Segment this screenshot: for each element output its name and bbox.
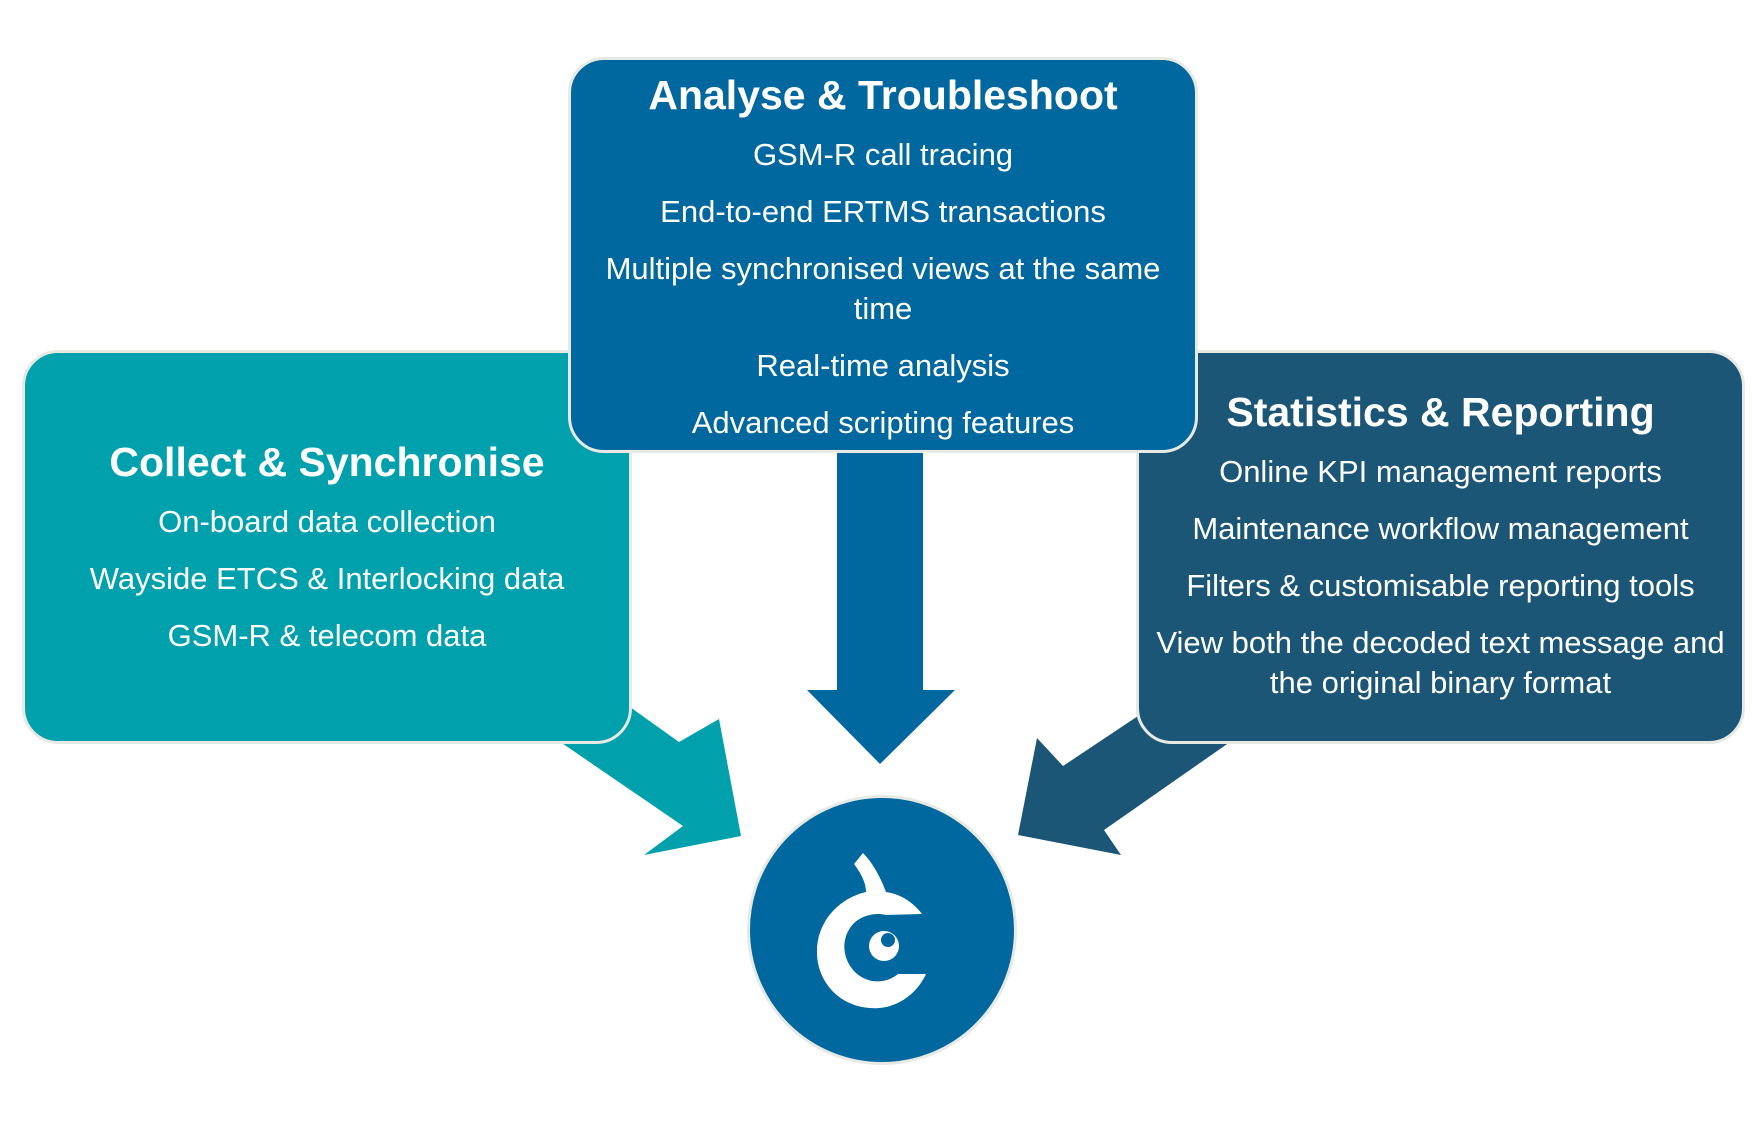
analyse-item: Multiple synchronised views at the same … <box>605 251 1161 327</box>
stats-item: Maintenance workflow management <box>1192 511 1689 547</box>
collect-item: GSM-R & telecom data <box>167 618 487 654</box>
stats-items: Online KPI management reports Maintenanc… <box>1139 452 1742 703</box>
statistics-reporting-box: Statistics & Reporting Online KPI manage… <box>1136 350 1745 744</box>
analyse-title: Analyse & Troubleshoot <box>648 72 1118 118</box>
stats-item: View both the decoded text message and t… <box>1156 625 1725 701</box>
collect-synchronise-box: Collect & Synchronise On-board data coll… <box>22 350 632 744</box>
brand-logo <box>747 795 1017 1065</box>
analyse-items: GSM-R call tracing End-to-end ERTMS tran… <box>571 135 1195 443</box>
brand-logo-icon <box>816 853 926 1009</box>
analyse-troubleshoot-box: Analyse & Troubleshoot GSM-R call tracin… <box>568 57 1198 453</box>
analyse-item: Advanced scripting features <box>691 405 1075 441</box>
collect-title: Collect & Synchronise <box>109 439 545 485</box>
analyse-item: GSM-R call tracing <box>752 137 1014 173</box>
stats-item: Filters & customisable reporting tools <box>1186 568 1695 604</box>
collect-item: Wayside ETCS & Interlocking data <box>89 561 565 597</box>
analyse-arrow <box>807 452 955 764</box>
analyse-item: Real-time analysis <box>756 348 1010 384</box>
stats-title: Statistics & Reporting <box>1226 389 1655 435</box>
collect-item: On-board data collection <box>158 504 496 540</box>
stats-item: Online KPI management reports <box>1219 454 1662 490</box>
analyse-item: End-to-end ERTMS transactions <box>660 194 1106 230</box>
collect-items: On-board data collection Wayside ETCS & … <box>80 502 574 656</box>
